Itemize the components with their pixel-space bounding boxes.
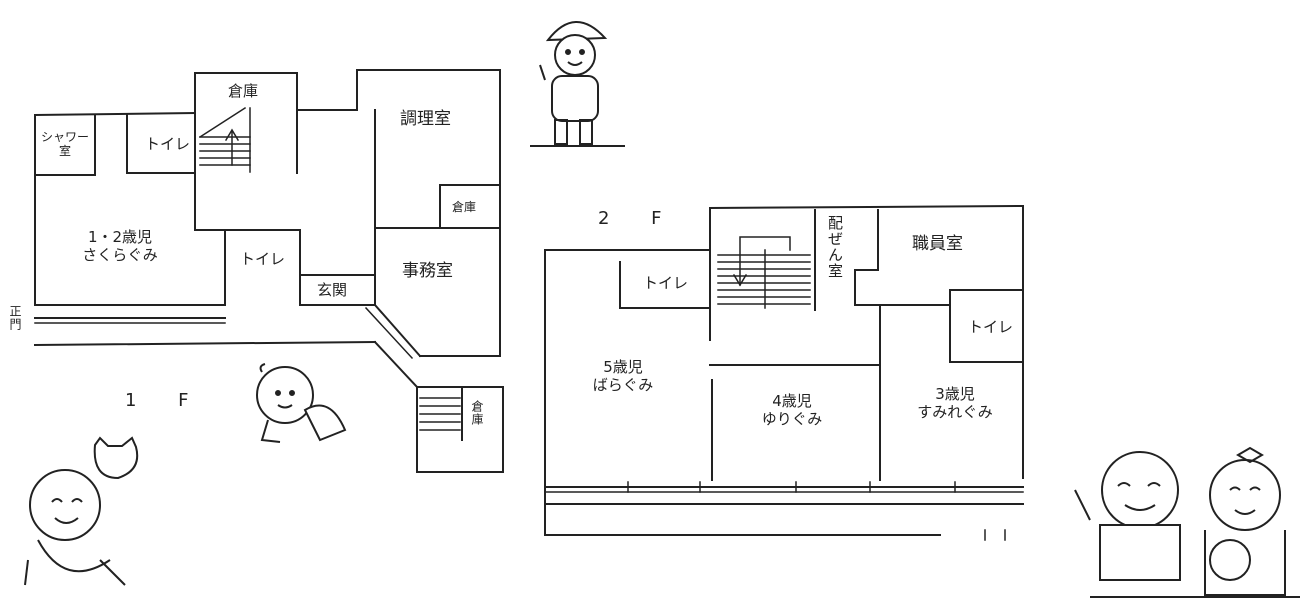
room-toilet-1f-mid: トイレ (240, 250, 286, 268)
room-office: 事務室 (402, 261, 453, 281)
room-serving: 配ぜん室 (826, 215, 844, 279)
room-shower: シャワー 室 (37, 130, 93, 158)
room-toilet-1f-left: トイレ (145, 135, 191, 153)
room-class-sumire-age: 3歳児 (935, 385, 975, 403)
room-storage-stair: 倉庫 (470, 400, 484, 426)
child-with-hat-illustration (530, 21, 625, 147)
first-floor-stairs (198, 106, 461, 431)
floor-label-1f: 1 F (125, 390, 207, 411)
second-floor-stairs (717, 236, 811, 309)
room-class-sakura: 1・2歳児 さくらぐみ (65, 228, 175, 264)
room-class-sakura-name: さくらぐみ (82, 246, 158, 264)
room-class-sakura-age: 1・2歳児 (87, 228, 153, 246)
crawling-baby-illustration (256, 363, 347, 443)
two-children-illustration (1074, 446, 1300, 598)
room-class-sumire: 3歳児 すみれぐみ (895, 385, 1015, 421)
room-storage-1f-top: 倉庫 (228, 82, 259, 100)
room-storage-cooking: 倉庫 (452, 200, 477, 214)
room-cooking: 調理室 (400, 109, 451, 129)
room-class-yuri-name: ゆりぐみ (761, 410, 823, 428)
main-gate-label: 正門 (8, 305, 22, 331)
room-class-sumire-name: すみれぐみ (917, 403, 993, 421)
second-floor-door-marks (627, 481, 1006, 541)
room-class-bara: 5歳児 ばらぐみ (568, 358, 678, 394)
child-with-cat-illustration (24, 436, 139, 586)
room-toilet-2f-right: トイレ (968, 318, 1014, 336)
room-class-yuri: 4歳児 ゆりぐみ (742, 392, 842, 428)
room-shower-line2: 室 (58, 144, 71, 158)
room-entrance: 玄関 (317, 281, 348, 299)
floor-label-2f: 2 F (598, 208, 680, 229)
first-floor-walls (33, 69, 504, 473)
room-shower-line1: シャワー (40, 130, 89, 144)
second-floor-walls (544, 204, 1024, 536)
room-class-yuri-age: 4歳児 (772, 392, 812, 410)
room-toilet-2f-left: トイレ (643, 274, 689, 292)
room-class-bara-age: 5歳児 (603, 358, 643, 376)
room-class-bara-name: ばらぐみ (592, 376, 654, 394)
room-staff: 職員室 (912, 234, 963, 254)
